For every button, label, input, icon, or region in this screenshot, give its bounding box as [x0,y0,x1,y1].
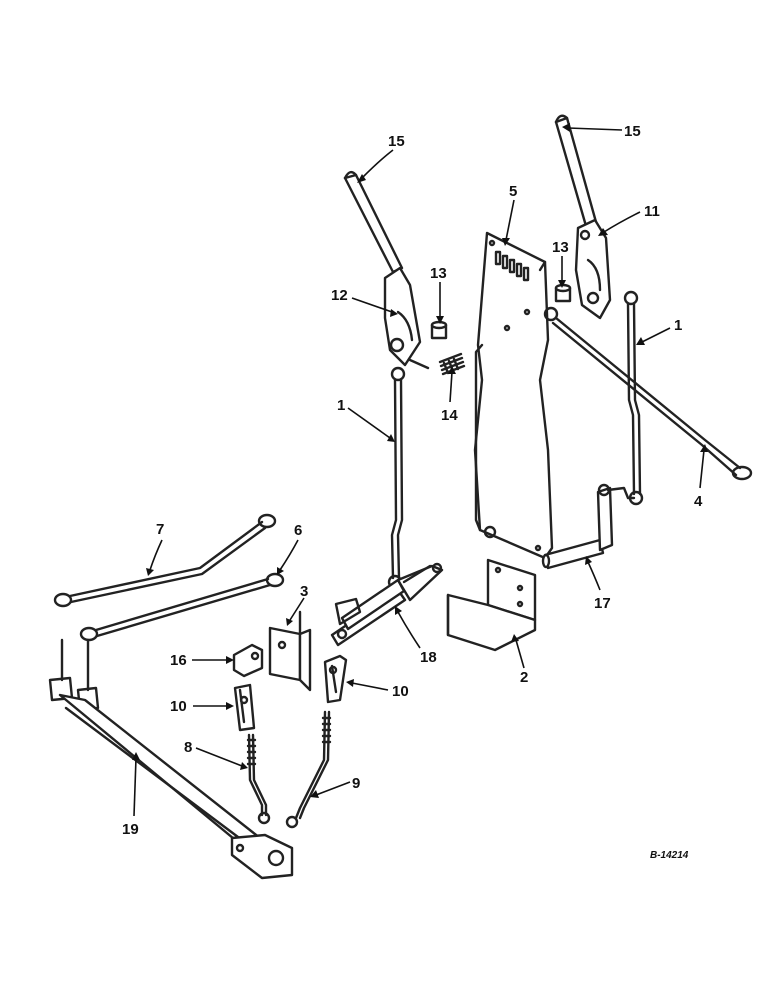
cross-shaft [330,562,444,647]
callout-1-right: 1 [674,317,682,334]
callout-19: 19 [122,821,139,838]
bracket [446,558,537,652]
callout-7: 7 [156,521,164,538]
callout-15-right: 15 [624,123,641,140]
clevis-upper [232,643,264,678]
callout-8: 8 [184,739,192,756]
drawing-code: B-14214 [650,850,689,861]
callout-11: 11 [644,203,660,220]
callout-2: 2 [520,669,528,686]
callout-10-left: 10 [170,698,187,715]
leader-lines [132,123,708,817]
mounting-bracket [268,610,312,692]
callout-13-right: 13 [552,239,569,256]
vertical-rod-right [623,290,644,506]
threaded-rod-right [285,710,332,829]
callout-14: 14 [441,407,458,424]
callout-18: 18 [420,649,437,666]
support-plate [473,231,554,560]
crank [541,483,636,570]
callout-12: 12 [331,287,348,304]
callout-6: 6 [294,522,302,539]
bushing-right [554,283,572,303]
vertical-rod-left [387,366,406,590]
bushing-left [430,320,448,340]
right-lever [554,114,612,320]
link-rod-lower [79,572,285,642]
link-rod-upper [53,513,277,608]
callout-9: 9 [352,775,360,792]
rock-shaft [48,638,294,880]
yoke-right [323,654,348,704]
callout-5: 5 [509,183,517,200]
callout-16: 16 [170,652,187,669]
callout-labels: 15 15 5 11 13 13 12 14 1 1 4 7 6 3 18 17… [122,123,703,861]
callout-3: 3 [300,583,308,600]
yoke-left [233,683,256,732]
left-lever [343,170,430,370]
callout-4: 4 [694,493,703,510]
callout-17: 17 [594,595,611,612]
callout-13-left: 13 [430,265,447,282]
callout-1-left: 1 [337,397,345,414]
long-rod [543,306,753,481]
callout-10-right: 10 [392,683,409,700]
callout-15-left: 15 [388,133,405,150]
threaded-rod-left [246,733,271,825]
